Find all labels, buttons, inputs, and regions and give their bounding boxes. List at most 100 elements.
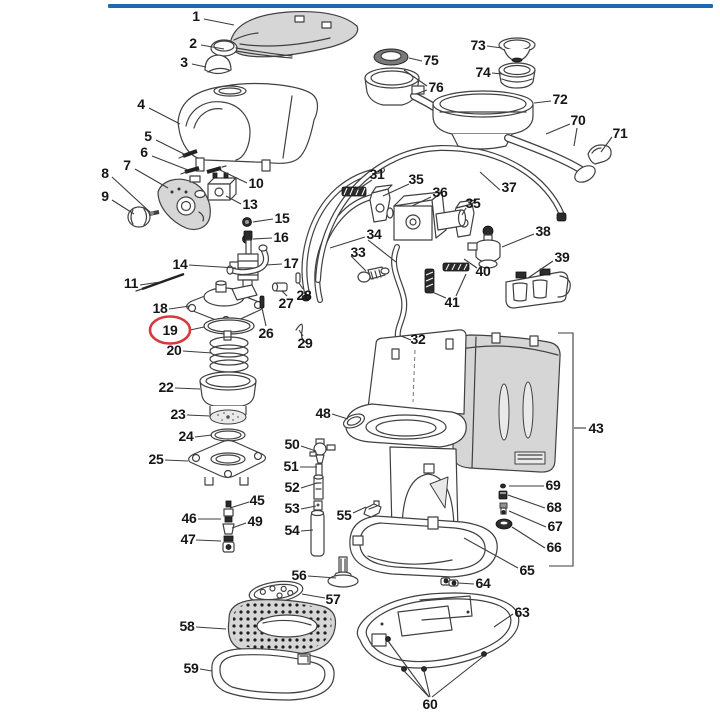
part-19-oring bbox=[203, 317, 255, 335]
part-48-ring bbox=[342, 413, 366, 429]
leader-line-50 bbox=[300, 445, 317, 452]
part-10-screw bbox=[206, 165, 227, 174]
leader-line-38 bbox=[501, 233, 535, 248]
leader-line-60 bbox=[431, 655, 485, 698]
leader-line-47 bbox=[195, 539, 222, 542]
part-18-boiler-top bbox=[186, 280, 264, 325]
leader-line-32 bbox=[400, 335, 412, 341]
part-33-connector bbox=[357, 266, 390, 283]
leader-line-60 bbox=[403, 670, 430, 698]
leader-line-20 bbox=[182, 350, 213, 354]
part-63-base bbox=[356, 592, 520, 669]
leader-line-60 bbox=[387, 640, 430, 698]
header-divider-bar bbox=[108, 4, 713, 8]
part-65-main-body bbox=[345, 329, 498, 578]
part-41-spring bbox=[424, 268, 435, 294]
part-17-hose bbox=[226, 244, 269, 276]
part-69-pin bbox=[500, 483, 506, 489]
leader-line-76 bbox=[415, 89, 428, 95]
leader-line-28 bbox=[298, 282, 304, 290]
leader-line-71 bbox=[600, 136, 613, 153]
part-1-top-lid bbox=[229, 10, 359, 58]
part-68-plug bbox=[498, 490, 508, 500]
leader-line-4 bbox=[148, 107, 181, 125]
part-23-filter-disc bbox=[209, 409, 247, 425]
part-70-portafilter bbox=[432, 90, 596, 183]
part-4-upper-housing bbox=[177, 82, 319, 172]
leader-line-34 bbox=[367, 239, 397, 263]
part-29-wire-clip bbox=[295, 323, 308, 344]
part-67-valve bbox=[499, 502, 508, 515]
leader-line-3 bbox=[191, 63, 207, 68]
part-27-fitting bbox=[271, 282, 288, 292]
leader-line-59 bbox=[199, 668, 213, 672]
part-28-pin bbox=[295, 272, 301, 284]
leader-line-56 bbox=[307, 575, 337, 579]
part-59-drip-tray bbox=[211, 648, 335, 701]
leader-line-65 bbox=[463, 537, 519, 569]
part-39-holder bbox=[505, 268, 571, 309]
leader-line-39 bbox=[527, 260, 554, 279]
leader-line-2 bbox=[200, 44, 225, 50]
part-71-clip bbox=[587, 144, 612, 165]
leader-line-53 bbox=[300, 505, 317, 510]
leader-line-22 bbox=[174, 387, 201, 390]
leader-line-17 bbox=[265, 263, 283, 266]
part-25-lower-flange bbox=[188, 439, 267, 486]
leader-line-19 bbox=[189, 326, 205, 331]
leader-line-5 bbox=[155, 139, 187, 156]
leader-line-73 bbox=[486, 45, 503, 49]
leader-line-35 bbox=[461, 207, 467, 216]
leader-line-72 bbox=[533, 100, 552, 104]
part-54-frothing-sleeve bbox=[310, 509, 325, 557]
leader-line-58 bbox=[195, 626, 227, 630]
part-37-tube bbox=[315, 144, 567, 283]
part-55-clip bbox=[363, 500, 382, 518]
highlight-circle-part-19 bbox=[148, 315, 192, 345]
part-45-46-47-49-fittings bbox=[222, 500, 235, 553]
leader-line-40 bbox=[463, 258, 478, 269]
leader-line-1 bbox=[203, 18, 235, 26]
part-40-spring bbox=[442, 262, 470, 272]
leader-line-67 bbox=[508, 510, 547, 528]
leader-line-41 bbox=[429, 290, 447, 299]
leader-line-49 bbox=[231, 522, 247, 529]
part-11-pin bbox=[135, 272, 185, 292]
leader-line-10 bbox=[219, 169, 248, 184]
leader-line-14 bbox=[188, 264, 237, 269]
leader-line-33 bbox=[350, 255, 367, 272]
leader-line-48 bbox=[331, 413, 349, 420]
leader-line-60 bbox=[423, 670, 431, 698]
leader-line-24 bbox=[194, 434, 213, 438]
part-35-bracket-a bbox=[369, 184, 393, 223]
part-74-filter-basket bbox=[498, 62, 536, 89]
leader-line-34 bbox=[329, 236, 366, 249]
leader-line-7 bbox=[134, 168, 169, 189]
part-6-screw bbox=[180, 166, 200, 175]
leader-line-18 bbox=[168, 305, 191, 310]
part-75-gasket-ring bbox=[373, 48, 409, 66]
part-50-steam-fitting bbox=[309, 438, 336, 464]
leader-line-13 bbox=[225, 195, 242, 205]
leader-line-16 bbox=[252, 237, 273, 240]
leader-line-43 bbox=[549, 332, 574, 567]
part-22-boiler-cup bbox=[199, 371, 257, 421]
leader-line-74 bbox=[491, 72, 503, 75]
leader-line-8 bbox=[111, 176, 151, 213]
part-43-water-tank bbox=[452, 332, 561, 473]
part-36-pump bbox=[386, 191, 467, 241]
leader-line-76 bbox=[403, 69, 428, 87]
leader-line-31 bbox=[353, 179, 373, 193]
leader-line-23 bbox=[186, 414, 211, 417]
part-73-filter-basket bbox=[498, 37, 536, 63]
part-38-valve bbox=[467, 225, 501, 269]
part-58-drip-grate bbox=[227, 599, 337, 655]
part-7-control-panel bbox=[157, 175, 211, 231]
leader-line-63 bbox=[493, 613, 514, 628]
leader-line-57 bbox=[301, 593, 326, 599]
leader-line-52 bbox=[300, 482, 318, 489]
leader-line-26 bbox=[261, 307, 267, 327]
leader-line-6 bbox=[151, 155, 189, 171]
part-13-switch bbox=[207, 172, 237, 201]
